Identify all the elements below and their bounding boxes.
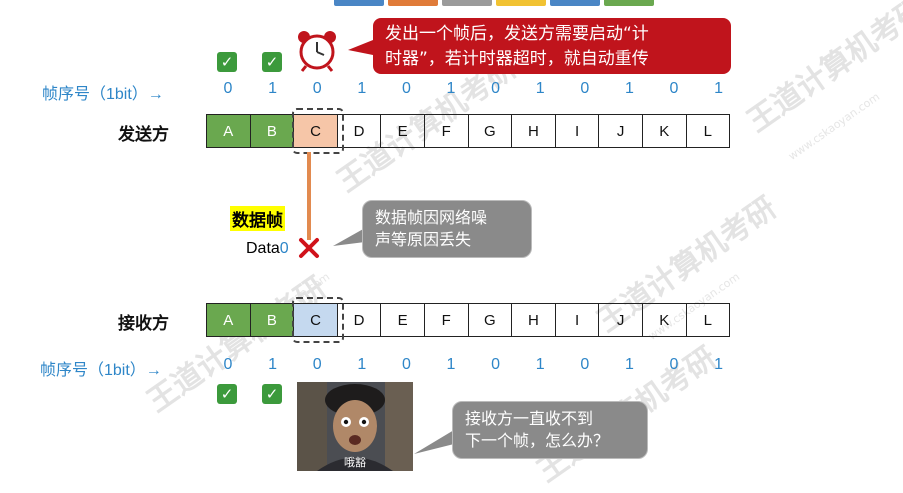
receiver-callout: 接收方一直收不到 下一个帧，怎么办？ (452, 401, 648, 459)
seq-number: 1 (624, 356, 634, 373)
watermark-text: 王道计算机考研 (740, 0, 903, 140)
bubble-pointer (414, 430, 454, 460)
receiver-label: 接收方 (118, 314, 169, 334)
frame-cell: E (380, 114, 425, 148)
frame-cell: I (554, 114, 600, 148)
seq-number: 1 (357, 356, 367, 373)
frame-cell: B (249, 303, 295, 337)
loss-callout: 数据帧因网络噪 声等原因丢失 (362, 200, 532, 258)
frame-cell: I (554, 303, 600, 337)
seq-number: 0 (580, 356, 590, 373)
seq-number: 0 (491, 356, 501, 373)
timer-callout-line2: 时器”，若计时器超时，就自动重传 (385, 49, 649, 69)
data-frame-label: Data0 (246, 240, 289, 258)
top-tab[interactable] (442, 0, 492, 6)
red-cross-icon (298, 237, 320, 263)
frame-cell: A (206, 114, 251, 148)
loss-callout-line2: 声等原因丢失 (375, 230, 472, 249)
frame-cell: F (423, 303, 469, 337)
frame-cell: F (423, 114, 469, 148)
meme-image: 哦豁 (297, 382, 413, 471)
receiver-callout-line2: 下一个帧，怎么办？ (465, 431, 610, 450)
check-mark-icon: ✓ (217, 52, 237, 72)
top-tab[interactable] (604, 0, 654, 6)
seq-number: 1 (535, 80, 545, 97)
top-tab[interactable] (550, 0, 600, 6)
seq-number: 1 (268, 80, 278, 97)
seq-number: 0 (223, 80, 233, 97)
loss-callout-line1: 数据帧因网络噪 (375, 208, 488, 227)
top-tab[interactable] (496, 0, 546, 6)
seq-number: 1 (446, 80, 456, 97)
bubble-pointer (348, 38, 378, 62)
frame-cell: J (598, 114, 643, 148)
timer-callout: 发出一个帧后，发送方需要启动“计 时器”，若计时器超时，就自动重传 (373, 18, 731, 74)
seq-number: 0 (669, 356, 679, 373)
seq-number: 0 (223, 356, 233, 373)
frame-arrow (307, 152, 311, 240)
sender-label: 发送方 (118, 125, 169, 145)
data-frame-title: 数据帧 (230, 206, 285, 231)
seq-number: 1 (357, 80, 367, 97)
frame-cell: J (598, 303, 643, 337)
seq-number: 1 (535, 356, 545, 373)
frame-cell: G (467, 303, 513, 337)
alarm-clock-icon (296, 28, 338, 72)
watermark-site: www.cskaoyan.com (786, 90, 883, 163)
seq-number: 0 (401, 80, 411, 97)
frame-cell: K (641, 114, 687, 148)
frame-cell: L (685, 303, 731, 337)
receiver-highlight-box (292, 297, 344, 343)
data-frame-name: Data (246, 240, 280, 257)
frame-cell: C (293, 303, 338, 337)
seq-number: 0 (312, 80, 322, 97)
meme-caption: 哦豁 (344, 456, 366, 469)
seq-number: 1 (714, 80, 724, 97)
sender-seq-label: 帧序号（1bit）→ (42, 86, 164, 103)
seq-number: 0 (669, 80, 679, 97)
seq-number: 0 (580, 80, 590, 97)
frame-cell: E (380, 303, 425, 337)
bubble-pointer (333, 228, 365, 254)
top-tab[interactable] (334, 0, 384, 6)
sender-highlight-box (292, 108, 344, 154)
check-mark-icon: ✓ (217, 384, 237, 404)
top-tab[interactable] (388, 0, 438, 6)
frame-cell: K (641, 303, 687, 337)
frame-cell: H (511, 114, 556, 148)
seq-number: 0 (312, 356, 322, 373)
seq-number: 1 (446, 356, 456, 373)
frame-cell: H (511, 303, 556, 337)
timer-callout-line1: 发出一个帧后，发送方需要启动“计 (385, 24, 649, 44)
receiver-seq-label: 帧序号（1bit）→ (40, 362, 162, 379)
check-mark-icon: ✓ (262, 384, 282, 404)
data-frame-num: 0 (279, 240, 289, 257)
frame-cell: L (685, 114, 731, 148)
seq-number: 1 (624, 80, 634, 97)
seq-number: 0 (401, 356, 411, 373)
frame-cell: C (293, 114, 338, 148)
frame-cell: B (249, 114, 295, 148)
seq-number: 1 (268, 356, 278, 373)
receiver-callout-line1: 接收方一直收不到 (465, 409, 594, 428)
seq-number: 1 (714, 356, 724, 373)
seq-number: 0 (491, 80, 501, 97)
frame-cell: G (467, 114, 513, 148)
frame-cell: A (206, 303, 251, 337)
check-mark-icon: ✓ (262, 52, 282, 72)
